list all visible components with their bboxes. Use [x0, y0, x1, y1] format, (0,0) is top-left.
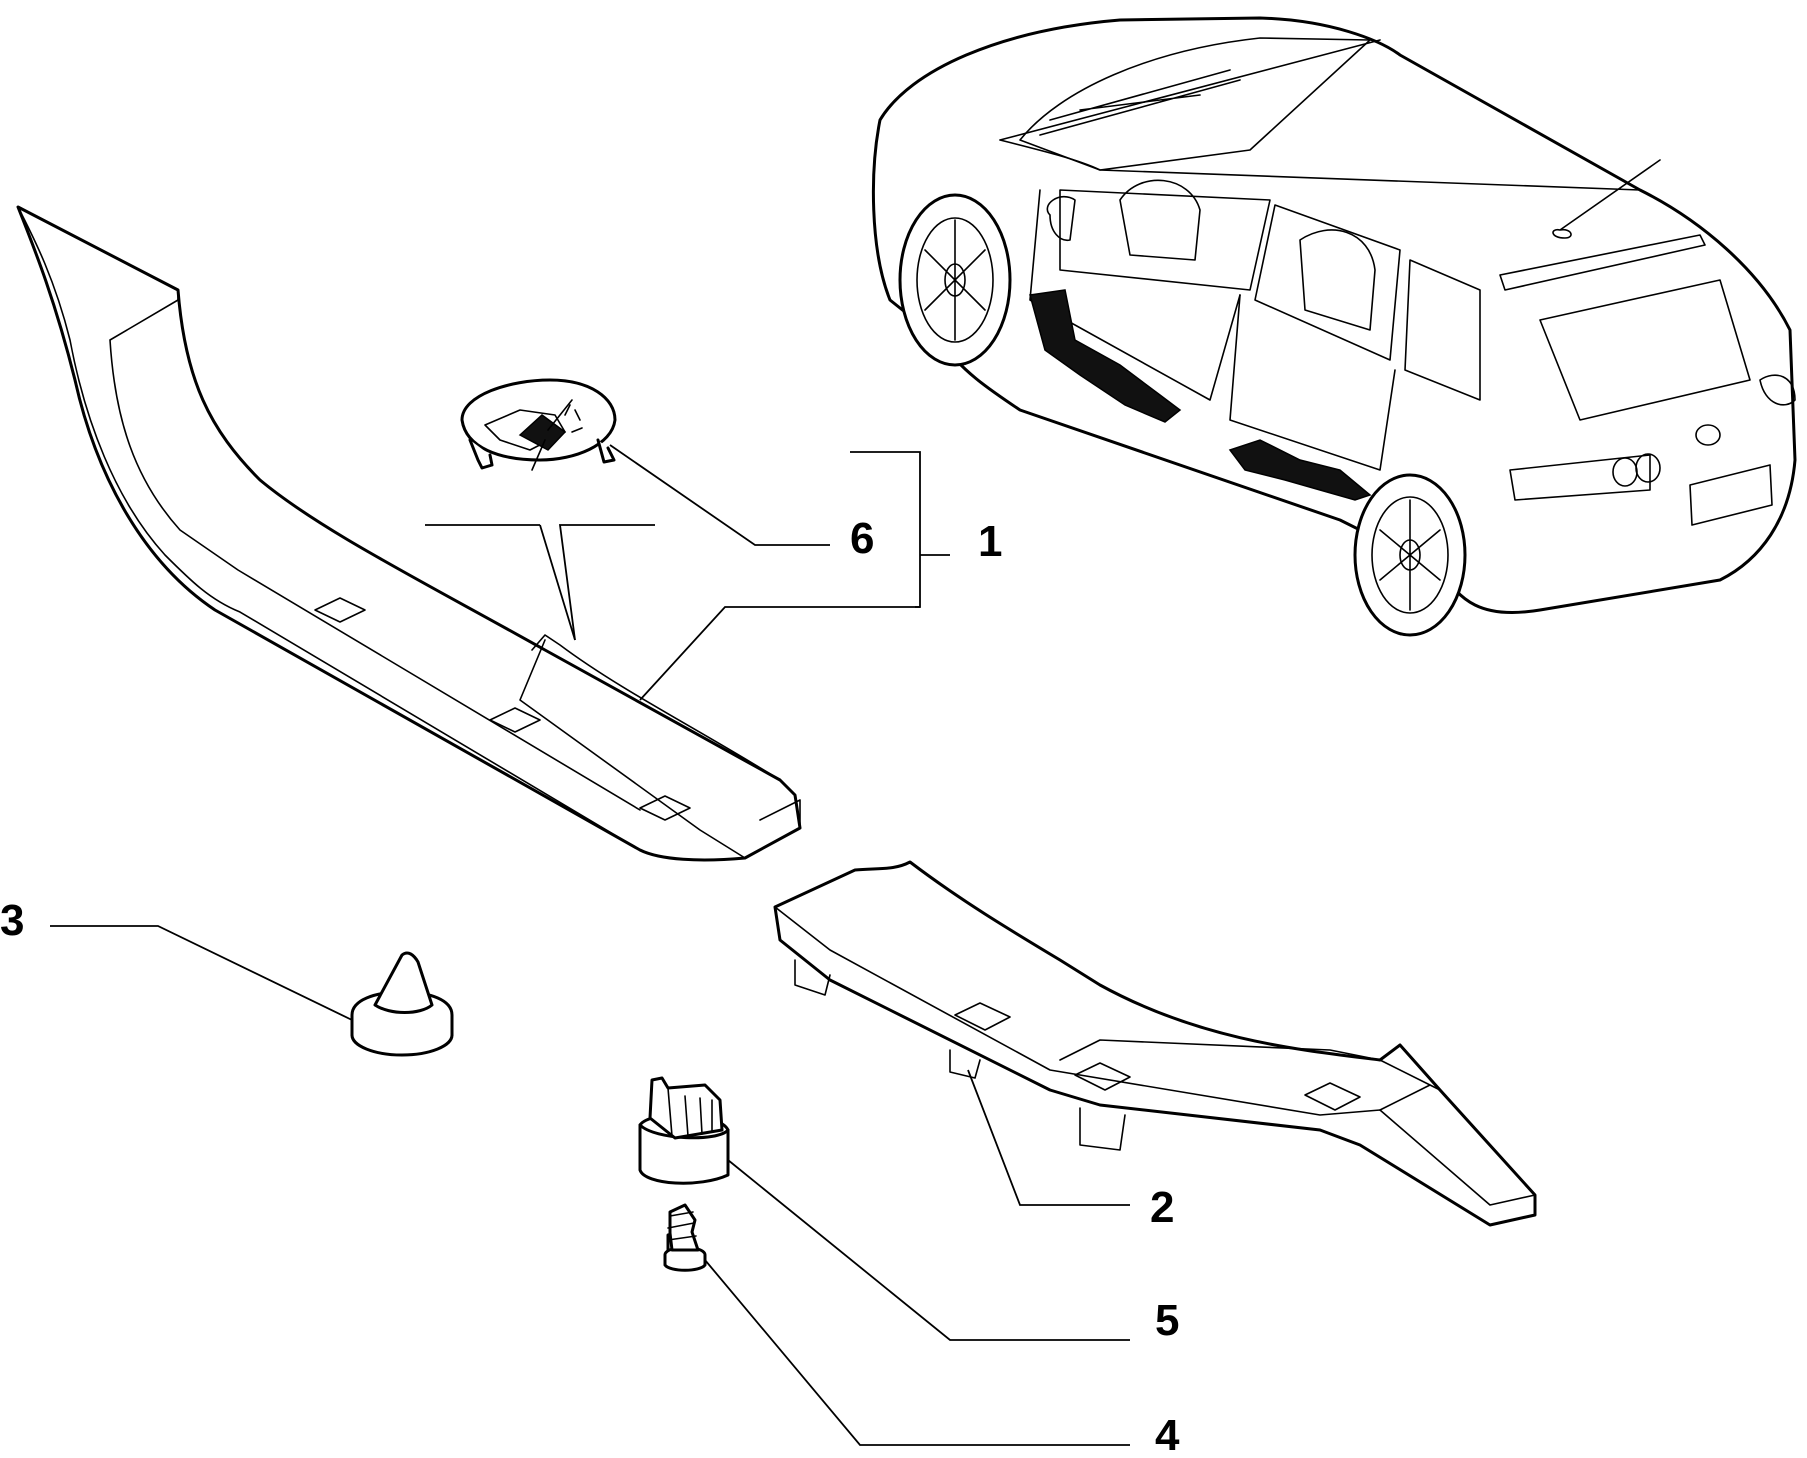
callout-3: 3	[0, 896, 24, 945]
part-4-screw	[663, 1203, 707, 1272]
leader-lines	[50, 444, 1130, 1446]
car-illustration	[871, 16, 1797, 637]
part-5-retainer-clip	[638, 1076, 730, 1185]
callout-1: 1	[978, 517, 1002, 566]
callout-2: 2	[1150, 1183, 1174, 1232]
callout-5: 5	[1155, 1296, 1179, 1345]
part-6-warning-label	[460, 378, 617, 471]
part-2-sill-trim	[773, 860, 1537, 1227]
callout-6: 6	[850, 514, 874, 563]
callout-4: 4	[1155, 1411, 1180, 1458]
part-3-push-clip	[350, 951, 454, 1057]
sill-trim-rear-highlight	[1228, 439, 1372, 501]
part-1-sill-trim	[16, 205, 802, 862]
sill-trim-front-highlight	[1029, 289, 1182, 423]
